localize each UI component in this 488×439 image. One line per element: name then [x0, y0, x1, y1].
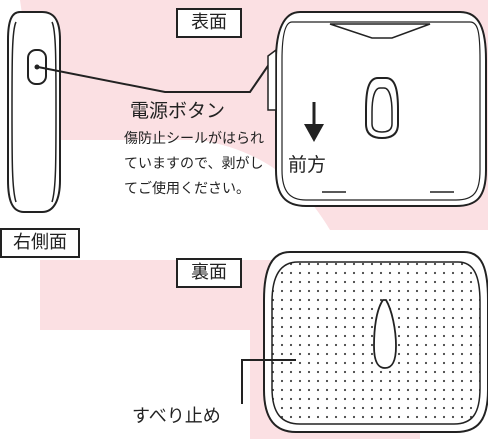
forward-label: 前方	[288, 154, 327, 176]
protective-seal-note-line-2: ていますので、剥がし	[124, 156, 264, 172]
front-label: 表面	[176, 8, 242, 38]
power-button-label: 電源ボタン	[130, 100, 226, 122]
arrow-down-icon	[304, 102, 324, 142]
front-slot	[365, 77, 399, 140]
power-button-leader	[37, 59, 273, 93]
side-view-device	[7, 11, 61, 213]
back-slot	[373, 299, 397, 369]
protective-seal-note-line-1: 傷防止シールがはられ	[124, 131, 264, 147]
front-view-device	[267, 11, 487, 207]
non-slip-leader	[241, 359, 296, 404]
protective-seal-note-line-3: てご使用ください。	[124, 181, 250, 197]
back-label: 裏面	[176, 258, 242, 288]
non-slip-label: すべり止め	[132, 406, 221, 427]
back-view-device	[263, 251, 488, 433]
right-side-label: 右側面	[0, 228, 80, 258]
